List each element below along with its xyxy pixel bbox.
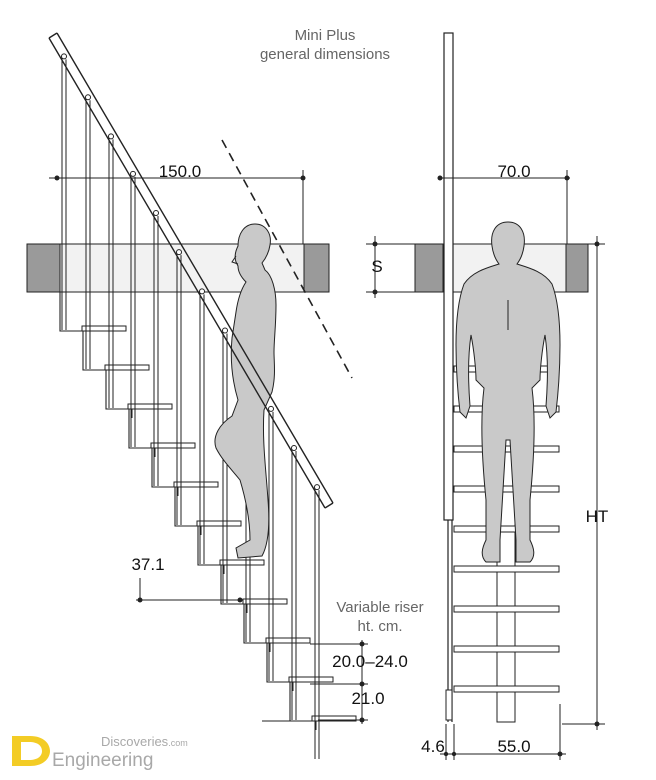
dim-s-label: S	[371, 257, 382, 276]
side-tread	[150, 442, 196, 449]
front-tread	[453, 445, 560, 453]
dim-ht-label: HT	[586, 507, 609, 526]
baluster-cap	[199, 288, 205, 295]
watermark-logo: Discoveries.com Engineering	[12, 734, 188, 771]
dim-70-label: 70.0	[497, 162, 530, 181]
front-tread	[453, 565, 560, 573]
side-tread	[104, 364, 150, 371]
baluster-cap	[176, 249, 182, 256]
side-steps	[59, 292, 357, 730]
side-tread	[242, 598, 288, 605]
baluster-cap	[222, 327, 228, 334]
dim-37-1-line	[136, 578, 243, 603]
side-step-profile	[59, 292, 313, 722]
front-tread	[453, 525, 560, 533]
dim-riser-line	[310, 640, 368, 724]
human-side-face-detail	[231, 255, 239, 265]
dim-150-label: 150.0	[159, 162, 202, 181]
front-tread	[453, 485, 560, 493]
logo-mark-icon	[12, 736, 50, 766]
dim-riser-label: 20.0–24.0	[332, 652, 408, 671]
side-tread	[288, 676, 334, 683]
front-handrail-pole	[443, 32, 454, 722]
watermark-line-1-suffix: .com	[168, 738, 188, 748]
watermark-line-2: Engineering	[52, 750, 153, 771]
title-line-2: general dimensions	[260, 46, 390, 63]
headroom-dashed-line	[221, 139, 353, 379]
dim-s-line	[366, 236, 415, 298]
side-balusters	[61, 53, 320, 759]
dim-21-line	[318, 717, 368, 723]
front-tread	[453, 685, 560, 693]
human-figure-side	[214, 223, 277, 559]
baluster-cap	[314, 484, 320, 491]
side-tread	[219, 559, 265, 566]
side-tread	[265, 637, 311, 644]
dim-37-1-label: 37.1	[131, 555, 164, 574]
dim-70-line	[437, 170, 570, 244]
front-tread	[453, 645, 560, 653]
baluster-cap	[153, 209, 159, 216]
baluster-cap	[108, 133, 114, 140]
baluster-cap	[130, 170, 136, 177]
side-tread	[127, 403, 173, 410]
dim-55-line	[454, 704, 566, 760]
watermark-line-1: Discoveries.com	[101, 734, 188, 749]
riser-note-line-1: Variable riser	[336, 599, 423, 616]
side-tread	[173, 481, 219, 488]
human-figure-front	[455, 221, 561, 563]
side-tread	[196, 520, 242, 527]
front-view: 70.0 S HT 4.6	[366, 32, 609, 760]
baluster-cap	[61, 53, 67, 60]
side-view: 150.0 37.1 Variable riser ht. cm. 20.0–2…	[26, 32, 424, 759]
dim-ht-line	[562, 236, 605, 730]
title-line-1: Mini Plus	[295, 27, 356, 44]
handrail	[48, 32, 334, 509]
dim-150-line	[49, 170, 306, 244]
front-tread	[453, 605, 560, 613]
watermark-line-1-main: Discoveries	[101, 734, 169, 749]
side-tread	[311, 715, 357, 722]
baluster-cap	[291, 444, 297, 451]
riser-note-line-2: ht. cm.	[357, 618, 402, 635]
baluster-cap	[85, 94, 91, 101]
dim-4-6-label: 4.6	[421, 737, 445, 756]
dim-55-label: 55.0	[497, 737, 530, 756]
side-tread	[81, 325, 127, 332]
baluster-cap	[268, 405, 274, 412]
dim-21-label: 21.0	[351, 689, 384, 708]
